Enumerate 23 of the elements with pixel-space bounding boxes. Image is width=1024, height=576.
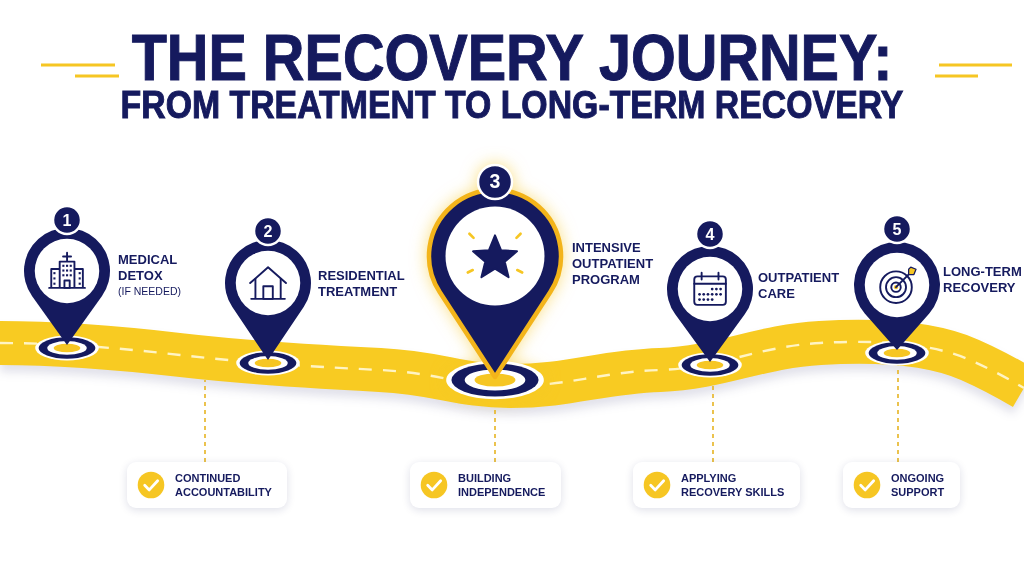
step-label: INTENSIVE OUTPATIENT PROGRAM	[572, 240, 655, 288]
leader-line	[204, 379, 206, 463]
step-note: (IF NEEDED)	[118, 285, 182, 298]
leader-line	[712, 384, 714, 463]
step-number: 5	[892, 220, 902, 238]
card-text: APPLYING RECOVERY SKILLS	[681, 471, 786, 499]
step-number: 1	[62, 211, 72, 229]
card-text: BUILDING INDEPENDENCE	[458, 471, 547, 499]
card-text: CONTINUED ACCOUNTABILITY	[175, 471, 273, 499]
step-number: 3	[489, 172, 501, 192]
step-label: MEDICAL DETOX	[118, 252, 178, 284]
checklist-card	[843, 462, 960, 508]
step-number: 2	[263, 222, 273, 240]
checklist-card	[127, 462, 287, 508]
checklist-card	[410, 462, 561, 508]
step-number: 4	[705, 225, 715, 243]
step-label: RESIDENTIAL TREATMENT	[318, 268, 406, 300]
subtitle: FROM TREATMENT TO LONG-TERM RECOVERY	[120, 87, 904, 123]
title: THE RECOVERY JOURNEY:	[131, 30, 893, 86]
step-label: LONG-TERM RECOVERY	[943, 264, 1023, 296]
step-label: OUTPATIENT CARE	[758, 270, 841, 302]
checklist-card	[633, 462, 800, 508]
card-text: ONGOING SUPPORT	[891, 471, 946, 499]
